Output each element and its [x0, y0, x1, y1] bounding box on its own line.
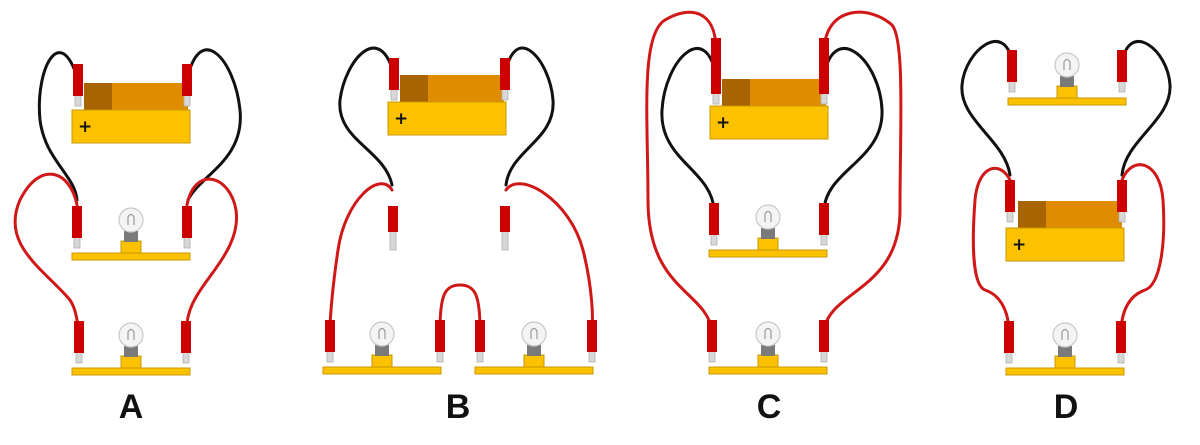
circuit-a-wire-red-right: [184, 177, 239, 342]
circuit-b: + B: [322, 46, 598, 426]
circuit-b-loose-plug-left: [387, 205, 399, 251]
circuit-d-bulb-bottom-clip-left: [1003, 320, 1015, 364]
circuit-d-wire-black-right: [1120, 40, 1172, 177]
circuit-c-bulb-top-clip-left: [708, 202, 720, 246]
circuit-d-wire-black-left: [960, 40, 1014, 177]
circuit-d-wire-red-left: [971, 167, 1012, 332]
circuit-a-battery-plus: +: [78, 117, 92, 137]
circuit-d-battery-plus: +: [1012, 235, 1026, 255]
circuit-a-wire-black-left: [37, 51, 80, 202]
circuit-c-bulb-bottom: [708, 321, 828, 375]
circuit-c-bulb-bottom-clip-right: [818, 319, 830, 363]
circuit-b-bulb-right-clip-right: [586, 319, 598, 363]
circuit-d-bulb-top: [1007, 52, 1127, 106]
circuit-a-wire-red-left: [13, 172, 81, 342]
circuit-d-bulb-bottom: [1005, 322, 1125, 376]
circuit-b-wire-red-left: [328, 182, 394, 332]
circuit-a-bulb-bottom-clip-left: [73, 320, 85, 364]
circuit-a-bulb-bottom: [71, 322, 191, 376]
circuit-c-wire-red-right: [822, 10, 903, 332]
circuit-a-bulb-top-clip-right: [181, 205, 193, 249]
circuit-c-battery-clip-left-inner: [710, 61, 722, 105]
circuit-c-bulb-bottom-clip-left: [706, 319, 718, 363]
circuit-b-label: B: [446, 388, 471, 426]
circuit-b-wire-red-right: [504, 182, 594, 332]
circuit-c-battery-plus: +: [716, 113, 730, 133]
circuit-c-wire-red-left: [645, 10, 718, 332]
circuit-b-wire-red-bridge: [438, 283, 482, 332]
circuit-b-battery-plus: +: [394, 109, 408, 129]
circuit-a: + A: [13, 48, 242, 426]
circuit-a-bulb-bottom-clip-right: [180, 320, 192, 364]
circuit-b-wire-black-right: [503, 46, 555, 187]
circuit-b-bulb-left: [322, 321, 442, 375]
circuit-d-bulb-top-clip-right: [1116, 49, 1128, 93]
circuit-b-bulb-right-clip-left: [474, 319, 486, 363]
circuit-a-battery-clip-left: [72, 63, 84, 107]
circuit-c: + C: [645, 10, 903, 426]
circuit-d-wire-red-right: [1119, 163, 1166, 332]
circuit-b-loose-plug-right: [499, 205, 511, 251]
circuit-a-bulb-top: [71, 207, 191, 261]
circuit-b-bulb-right: [474, 321, 594, 375]
circuit-a-label: A: [119, 388, 144, 426]
circuit-b-battery: +: [387, 74, 507, 136]
circuit-c-label: C: [757, 388, 782, 426]
circuit-c-bulb-top-clip-right: [818, 202, 830, 246]
circuit-c-wire-black-left: [660, 47, 718, 212]
circuit-d-bulb-top-clip-left: [1006, 49, 1018, 93]
circuit-d: + D: [960, 40, 1172, 426]
circuit-d-label: D: [1054, 388, 1079, 426]
circuit-b-wire-black-left: [338, 46, 396, 187]
circuit-b-battery-clip-left: [388, 57, 400, 101]
circuit-c-wire-black-right: [822, 47, 884, 212]
circuit-b-bulb-left-clip-right: [434, 319, 446, 363]
circuit-a-wire-black-right: [185, 48, 242, 202]
circuit-d-bulb-bottom-clip-right: [1115, 320, 1127, 364]
circuit-d-battery-clip-left: [1004, 179, 1016, 223]
circuit-c-battery: +: [709, 78, 829, 140]
circuit-b-bulb-left-clip-left: [324, 319, 336, 363]
circuit-d-battery: +: [1005, 200, 1125, 262]
circuit-a-bulb-top-clip-left: [71, 205, 83, 249]
circuit-c-bulb-top: [708, 204, 828, 258]
circuit-a-battery: +: [71, 82, 191, 144]
